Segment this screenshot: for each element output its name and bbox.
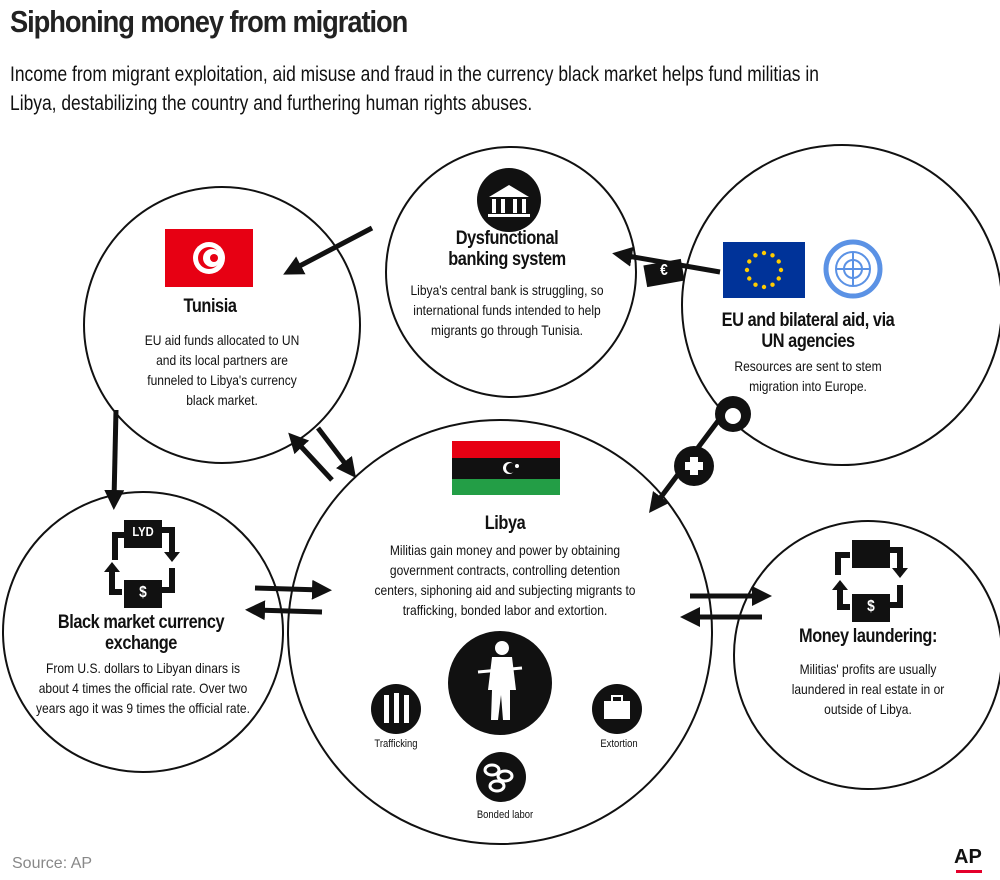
arrow-tunisia-to-libya [316,426,357,478]
banking-circle [385,146,637,398]
eu-star [744,267,750,273]
black-market-title: Black market currency exchange [57,612,225,654]
eu-star [747,276,752,281]
militia-soldier-icon [448,631,552,735]
laundering-dollar-label: $ [867,598,875,615]
trafficking-label: Trafficking [374,738,418,750]
euro-tag [643,258,685,288]
ap-logo-underline [956,870,982,873]
currency-exchange-icon [104,520,180,608]
bonded-labor-chain-icon [476,752,526,802]
banking-body: Libya's central bank is struggling, so i… [410,282,604,338]
libya-title: Libya [484,513,526,534]
tunisia-body: EU aid funds allocated to UN and its loc… [144,332,300,408]
arrow-libya-to-bm [245,600,323,621]
source-credit: Source: AP [12,855,93,872]
eu-circle [681,144,1000,466]
eu-star [776,259,781,264]
extortion-briefcase-icon [592,684,642,734]
laundering-body: Militias' profits are usually laundered … [791,661,945,717]
banking-title: Dysfunctional banking system [448,228,566,270]
eu-star [776,276,781,281]
eu-star [761,250,767,256]
libya-circle [287,419,713,845]
eu-star [753,282,758,287]
eu-star [770,282,775,287]
bonded-labor-label: Bonded labor [476,809,534,821]
black-market-body: From U.S. dollars to Libyan dinars is ab… [36,660,250,716]
libya-body: Militias gain money and power by obtaini… [374,542,636,618]
arrow-banking-to-tunisia [283,225,374,275]
laundering-icon [832,540,908,622]
arrow-bm-to-libya [254,579,332,600]
tunisia-flag [165,229,253,287]
libya-flag [452,441,560,495]
ap-logo: AP [954,846,982,868]
eu-star [778,267,784,273]
arrow-tunisia-to-black-market [104,409,125,510]
tunisia-circle [83,186,361,464]
eu-flag [723,242,805,298]
eu-star [747,259,752,264]
laundering-circle [733,520,1000,790]
extortion-label: Extortion [600,738,638,750]
dollar-label: $ [139,584,147,601]
eu-body: Resources are sent to stem migration int… [734,358,882,394]
tunisia-title: Tunisia [183,296,237,317]
un-emblem [823,239,883,299]
euro-tag-label: € [660,262,668,279]
laundering-title: Money laundering: [799,626,937,647]
eu-title: EU and bilateral aid, via UN agencies [721,310,895,352]
lyd-label: LYD [132,524,154,539]
page-subtitle: Income from migrant exploitation, aid mi… [10,63,819,115]
eu-star [770,253,775,258]
arrow-libya-to-tunisia [288,432,334,482]
bank-icon [477,168,541,232]
page-title: Siphoning money from migration [10,4,408,39]
eu-star [753,253,758,258]
eu-star [761,284,767,290]
trafficking-icon [371,684,421,734]
black-market-circle [2,491,284,773]
